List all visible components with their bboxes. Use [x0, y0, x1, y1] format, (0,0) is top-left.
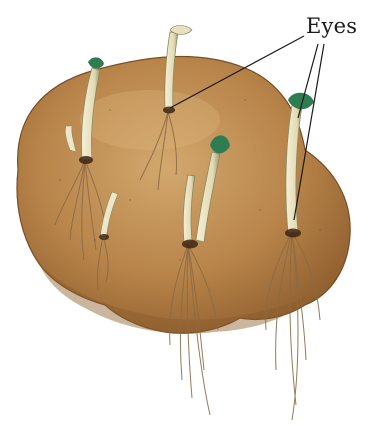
eyes-label: Eyes [306, 14, 357, 38]
